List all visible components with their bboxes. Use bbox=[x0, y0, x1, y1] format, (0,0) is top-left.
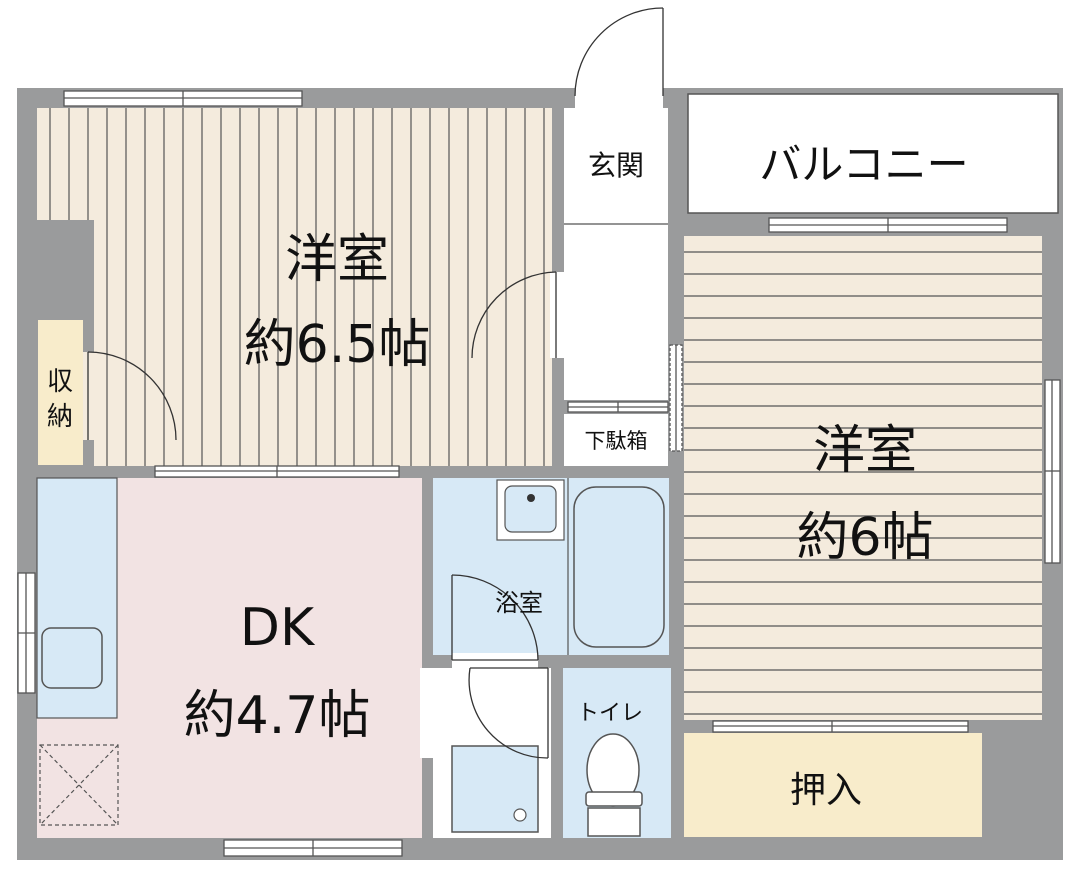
balcony-label: バルコニー bbox=[759, 140, 968, 189]
sliding-door-room2 bbox=[669, 344, 683, 452]
western-room-1-name: 洋室 bbox=[285, 230, 389, 290]
sliding-door-room1 bbox=[154, 465, 400, 478]
window-right bbox=[1044, 379, 1061, 564]
bathtub bbox=[573, 486, 665, 648]
western-room-1-size: 約6.5帖 bbox=[244, 315, 431, 375]
room1-door bbox=[471, 271, 566, 359]
wood-floor-lines-horizontal bbox=[684, 251, 1042, 715]
western-room-1-floor-lower bbox=[94, 216, 552, 466]
entrance-label: 玄関 bbox=[588, 149, 644, 182]
bath-sink-drain bbox=[527, 494, 535, 502]
shoe-box-label: 下駄箱 bbox=[585, 429, 648, 453]
bathroom-door bbox=[451, 574, 539, 668]
dk-name: DK bbox=[240, 598, 316, 658]
washroom-door bbox=[420, 667, 549, 759]
toilet-bowl bbox=[585, 733, 643, 837]
bath-sink-bowl bbox=[504, 485, 557, 533]
washing-machine-drain bbox=[513, 808, 527, 822]
storage-label-bottom: 納 bbox=[47, 402, 73, 432]
windows bbox=[17, 90, 1061, 857]
wood-floor-lines-vertical bbox=[49, 108, 545, 466]
window-left-kitchen bbox=[17, 572, 36, 694]
western-room-2-name: 洋室 bbox=[813, 421, 917, 481]
toilet-label: トイレ bbox=[577, 701, 643, 726]
storage-label-top: 収 bbox=[47, 367, 73, 397]
window-top-left bbox=[63, 90, 303, 107]
closet-floor bbox=[684, 733, 982, 837]
window-balcony-side bbox=[768, 217, 1008, 233]
window-bottom-dk bbox=[223, 839, 403, 857]
storage-door bbox=[83, 351, 177, 441]
western-room-2 bbox=[684, 236, 1042, 720]
kitchen-sink bbox=[41, 627, 103, 689]
hallway-floor bbox=[564, 224, 668, 400]
dk-size: 約4.7帖 bbox=[184, 686, 371, 746]
shoe-box-floor bbox=[564, 414, 668, 466]
entrance-floor bbox=[564, 108, 668, 224]
sliding-door-closet bbox=[712, 720, 969, 733]
storage-floor bbox=[38, 320, 83, 465]
doors bbox=[83, 7, 664, 759]
western-room-1 bbox=[37, 108, 552, 466]
western-room-1-floor bbox=[37, 108, 552, 220]
western-room-2-floor bbox=[684, 236, 1042, 720]
fridge-space bbox=[39, 744, 119, 826]
bathroom-label: 浴室 bbox=[495, 589, 543, 617]
closet-label: 押入 bbox=[790, 770, 862, 811]
balcony-floor bbox=[687, 93, 1059, 214]
shoe-box-shelf bbox=[567, 401, 669, 413]
western-room-2-size: 約6帖 bbox=[796, 508, 933, 568]
entrance-door bbox=[574, 7, 664, 108]
